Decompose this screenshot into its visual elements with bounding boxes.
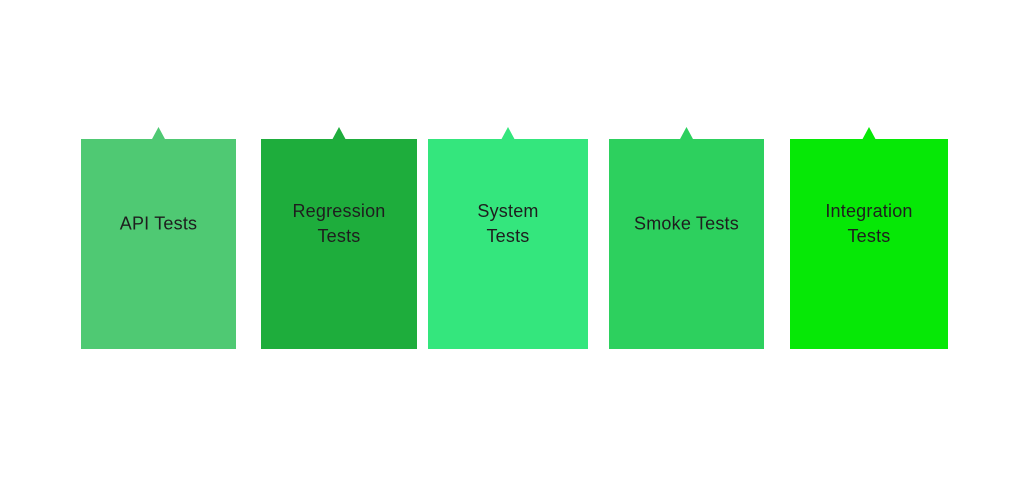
triangle-up-icon — [862, 127, 876, 140]
box-label-smoke-tests: Smoke Tests — [634, 213, 739, 234]
triangle-up-icon — [151, 127, 166, 140]
triangle-up-icon — [501, 127, 515, 140]
box-api-tests: API Tests — [81, 127, 236, 349]
triangle-up-icon — [679, 127, 694, 140]
box-label-integration-tests: Integration Tests — [825, 201, 913, 246]
box-label-system-tests: System Tests — [477, 201, 539, 246]
box-integration-tests: Integration Tests — [790, 127, 948, 349]
box-label-api-tests: API Tests — [119, 213, 198, 234]
box-system-tests: System Tests — [428, 127, 588, 349]
triangle-up-icon — [332, 127, 346, 140]
box-smoke-tests: Smoke Tests — [609, 127, 764, 349]
box-label-regression-tests: Regression Tests — [292, 201, 386, 246]
box-regression-tests: Regression Tests — [261, 127, 417, 349]
